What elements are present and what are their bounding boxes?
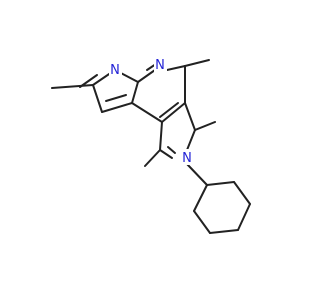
bond <box>206 181 235 186</box>
bond <box>237 203 251 231</box>
bond <box>209 229 239 234</box>
bond <box>166 65 186 71</box>
bond <box>161 102 186 123</box>
bond <box>105 94 127 102</box>
bond <box>167 146 176 154</box>
atom-n-3: N <box>181 149 194 166</box>
bond <box>131 102 163 123</box>
bond <box>131 81 139 104</box>
atom-n-label: N <box>155 58 165 73</box>
atom-n-label: N <box>110 63 120 78</box>
bond <box>101 102 133 113</box>
bond <box>184 59 210 67</box>
bond <box>186 163 208 186</box>
bond <box>193 210 211 234</box>
atom-n-1: N <box>109 61 122 78</box>
molecule-structure: N N N <box>51 56 251 234</box>
bond <box>194 121 216 131</box>
bond <box>193 184 208 212</box>
atom-labels: N N N <box>109 56 194 166</box>
bond <box>184 102 196 131</box>
bond <box>51 84 94 89</box>
bond <box>159 149 173 159</box>
bond <box>144 149 161 167</box>
bond <box>186 129 196 151</box>
atom-n-label: N <box>182 151 192 166</box>
bond <box>159 102 179 118</box>
bonds <box>51 59 251 234</box>
bond <box>159 121 163 151</box>
bond <box>92 84 103 113</box>
bond <box>137 69 156 83</box>
atom-n-2: N <box>154 56 167 73</box>
bond <box>233 181 251 205</box>
